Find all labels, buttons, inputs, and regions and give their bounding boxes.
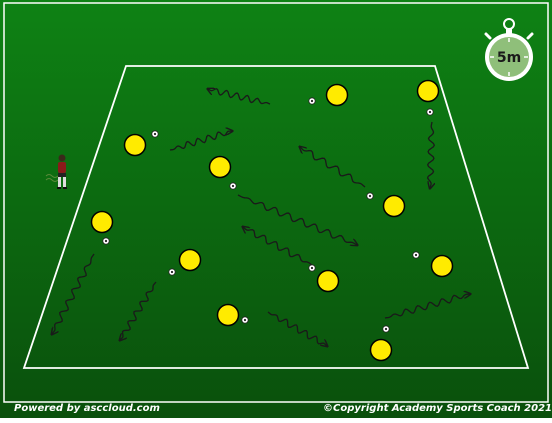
yellow-player bbox=[418, 81, 439, 102]
yellow-player bbox=[384, 196, 405, 217]
yellow-player bbox=[371, 340, 392, 361]
ball-icon bbox=[169, 269, 175, 275]
ball-icon bbox=[242, 317, 248, 323]
yellow-player bbox=[180, 250, 201, 271]
yellow-player bbox=[318, 271, 339, 292]
ball-icon bbox=[230, 183, 236, 189]
powered-by-text: Powered by asccloud.com bbox=[14, 403, 160, 414]
ball-icon bbox=[152, 131, 158, 137]
ball-icon bbox=[367, 193, 373, 199]
yellow-player bbox=[125, 135, 146, 156]
yellow-player bbox=[210, 157, 231, 178]
ball-icon bbox=[309, 265, 315, 271]
yellow-player bbox=[218, 305, 239, 326]
yellow-player bbox=[432, 256, 453, 277]
ball-icon bbox=[413, 252, 419, 258]
copyright-text: ©Copyright Academy Sports Coach 2021 bbox=[323, 403, 552, 414]
yellow-player bbox=[92, 212, 113, 233]
ball-icon bbox=[427, 109, 433, 115]
yellow-player bbox=[327, 85, 348, 106]
ball-icon bbox=[383, 326, 389, 332]
timer-label: 5m bbox=[497, 50, 521, 66]
ball-icon bbox=[309, 98, 315, 104]
ball-icon bbox=[103, 238, 109, 244]
